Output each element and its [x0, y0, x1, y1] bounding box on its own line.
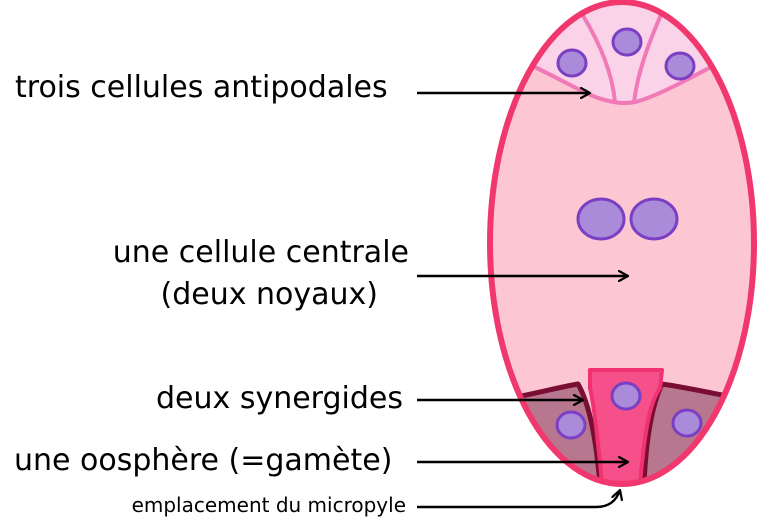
synergid-nucleus-right: [673, 410, 701, 436]
polar-nucleus-left: [578, 199, 624, 239]
label-synergids: deux synergides: [156, 384, 403, 414]
label-egg-cell: une oosphère (=gamète): [14, 446, 392, 476]
polar-nucleus-right: [631, 199, 677, 239]
label-antipodal-cells: trois cellules antipodales: [15, 73, 388, 103]
egg-nucleus: [612, 383, 640, 409]
label-central-cell-nuclei: (deux noyaux): [161, 280, 379, 310]
synergid-nucleus-left: [557, 412, 585, 438]
antipodal-nucleus-3: [666, 53, 694, 79]
antipodal-nucleus-1: [558, 50, 586, 76]
label-central-cell: une cellule centrale: [113, 238, 409, 268]
arrow-micropyle: [417, 490, 620, 507]
label-micropyle: emplacement du micropyle: [132, 495, 406, 515]
antipodal-nucleus-2: [613, 29, 641, 55]
